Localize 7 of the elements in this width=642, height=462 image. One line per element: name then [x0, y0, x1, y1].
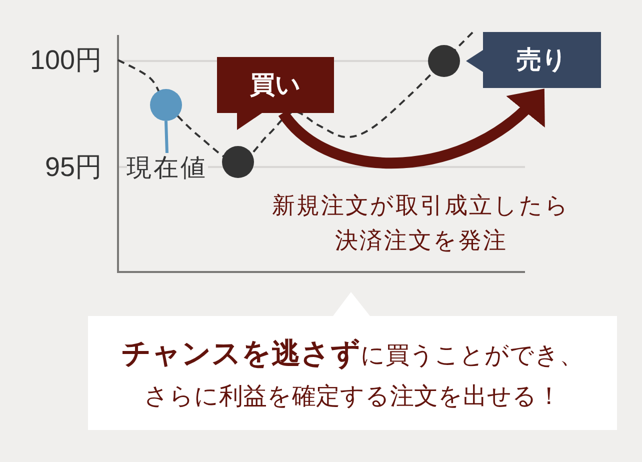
axis-label: 95円 [45, 152, 102, 182]
price-dot [428, 45, 460, 77]
marker-dot [150, 89, 182, 121]
price-dot [222, 146, 254, 178]
axis-label: 100円 [30, 45, 102, 75]
leader-line [164, 120, 168, 154]
curved-arrow [278, 88, 545, 168]
